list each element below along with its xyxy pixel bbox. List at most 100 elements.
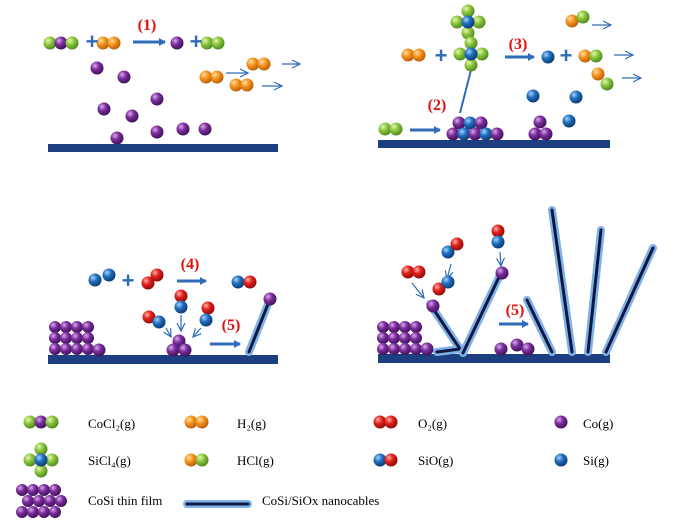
silicon-atom bbox=[491, 235, 505, 249]
plus-sign: + bbox=[190, 29, 203, 54]
cobalt-atom bbox=[49, 343, 61, 355]
silicon-atom bbox=[461, 15, 475, 29]
substrate-panel-1 bbox=[48, 144, 278, 152]
silicon-atom bbox=[569, 90, 583, 104]
cobalt-atom bbox=[90, 61, 104, 75]
cobalt-atom bbox=[150, 125, 164, 139]
legend-film-label: CoSi thin film bbox=[88, 493, 162, 508]
cobalt-atom bbox=[125, 109, 139, 123]
chlorine-atom bbox=[45, 453, 59, 467]
cobalt-atom bbox=[410, 332, 422, 344]
substrate-panel-3 bbox=[48, 355, 278, 364]
silicon-atom bbox=[526, 89, 540, 103]
legend-o2-label: O₂(g) bbox=[418, 416, 447, 431]
connector-line bbox=[459, 69, 472, 114]
nanocables bbox=[183, 206, 657, 508]
chlorine-atom bbox=[450, 15, 464, 29]
cobalt-atom bbox=[490, 127, 504, 141]
oxygen-atom bbox=[401, 265, 415, 279]
atoms bbox=[16, 4, 614, 518]
cobalt-atom bbox=[54, 36, 68, 50]
plus-sign: + bbox=[86, 29, 99, 54]
cobalt-atom bbox=[49, 321, 61, 333]
silicon-atom bbox=[373, 453, 387, 467]
cobalt-atom bbox=[263, 292, 277, 306]
hydrogen-atom bbox=[229, 78, 243, 92]
hydrogen-atom bbox=[195, 415, 209, 429]
oxygen-atom bbox=[141, 276, 155, 290]
step-label-5b: (5) bbox=[506, 302, 525, 319]
nanocable-core bbox=[586, 228, 603, 354]
legend-cable-label: CoSi/SiOx nanocables bbox=[262, 493, 379, 508]
silicon-atom bbox=[174, 300, 188, 314]
chlorine-atom bbox=[211, 36, 225, 50]
nanocable-core bbox=[428, 302, 462, 354]
silicon-atom bbox=[88, 273, 102, 287]
cobalt-atom bbox=[399, 343, 411, 355]
cobalt-atom bbox=[377, 332, 389, 344]
hydrogen-atom bbox=[184, 453, 198, 467]
legend-si-label: Si(g) bbox=[583, 453, 609, 468]
oxygen-atom bbox=[142, 310, 156, 324]
cobalt-atom bbox=[60, 321, 72, 333]
cobalt-atom bbox=[176, 122, 190, 136]
cobalt-atom bbox=[510, 338, 524, 352]
hydrogen-atom bbox=[107, 36, 121, 50]
cobalt-atom bbox=[110, 131, 124, 145]
cobalt-atom bbox=[38, 506, 50, 518]
cobalt-atom bbox=[420, 342, 434, 356]
silicon-atom bbox=[34, 453, 48, 467]
cobalt-atom bbox=[178, 343, 192, 357]
cobalt-atom bbox=[71, 321, 83, 333]
hydrogen-atom bbox=[246, 57, 260, 71]
plus-sign: + bbox=[560, 43, 573, 68]
cobalt-atom bbox=[170, 36, 184, 50]
cobalt-atom bbox=[22, 495, 34, 507]
cobalt-atom bbox=[399, 321, 411, 333]
cobalt-atom bbox=[452, 116, 466, 130]
cobalt-atom bbox=[399, 332, 411, 344]
step-label-1: (1) bbox=[138, 17, 157, 34]
legend-co-label: Co(g) bbox=[583, 416, 613, 431]
plus-sign: + bbox=[122, 268, 135, 293]
cobalt-atom bbox=[410, 343, 422, 355]
cobalt-atom bbox=[150, 92, 164, 106]
silicon-atom bbox=[457, 127, 471, 141]
silicon-atom bbox=[562, 114, 576, 128]
oxygen-atom bbox=[384, 453, 398, 467]
cobalt-atom bbox=[198, 122, 212, 136]
step-label-3: (3) bbox=[509, 36, 528, 53]
nanocable-core bbox=[550, 208, 574, 354]
cobalt-atom bbox=[49, 332, 61, 344]
chlorine-atom bbox=[200, 36, 214, 50]
cobalt-atom bbox=[554, 415, 568, 429]
oxygen-atom bbox=[491, 224, 505, 238]
cobalt-atom bbox=[388, 343, 400, 355]
cobalt-atom bbox=[521, 342, 535, 356]
oxygen-atom bbox=[373, 415, 387, 429]
chlorine-atom bbox=[464, 58, 478, 72]
chlorine-atom bbox=[475, 47, 489, 61]
cobalt-atom bbox=[60, 343, 72, 355]
chlorine-atom bbox=[461, 26, 475, 40]
oxygen-atom bbox=[201, 301, 215, 315]
hydrogen-atom bbox=[199, 70, 213, 84]
cobalt-atom bbox=[377, 321, 389, 333]
chlorine-atom bbox=[23, 453, 37, 467]
hydrogen-atom bbox=[257, 57, 271, 71]
cobalt-atom bbox=[92, 343, 106, 357]
cobalt-atom bbox=[82, 343, 94, 355]
gas-flow-arrow bbox=[411, 282, 424, 298]
chlorine-atom bbox=[464, 36, 478, 50]
hydrogen-atom bbox=[240, 78, 254, 92]
silicon-atom bbox=[479, 127, 493, 141]
cobalt-atom bbox=[377, 343, 389, 355]
silicon-atom bbox=[231, 275, 245, 289]
reaction-arrows bbox=[133, 25, 641, 348]
cobalt-atom bbox=[49, 484, 61, 496]
oxygen-atom bbox=[412, 265, 426, 279]
oxygen-atom bbox=[150, 268, 164, 282]
nanocable-core bbox=[247, 297, 272, 354]
cobalt-atom bbox=[38, 484, 50, 496]
